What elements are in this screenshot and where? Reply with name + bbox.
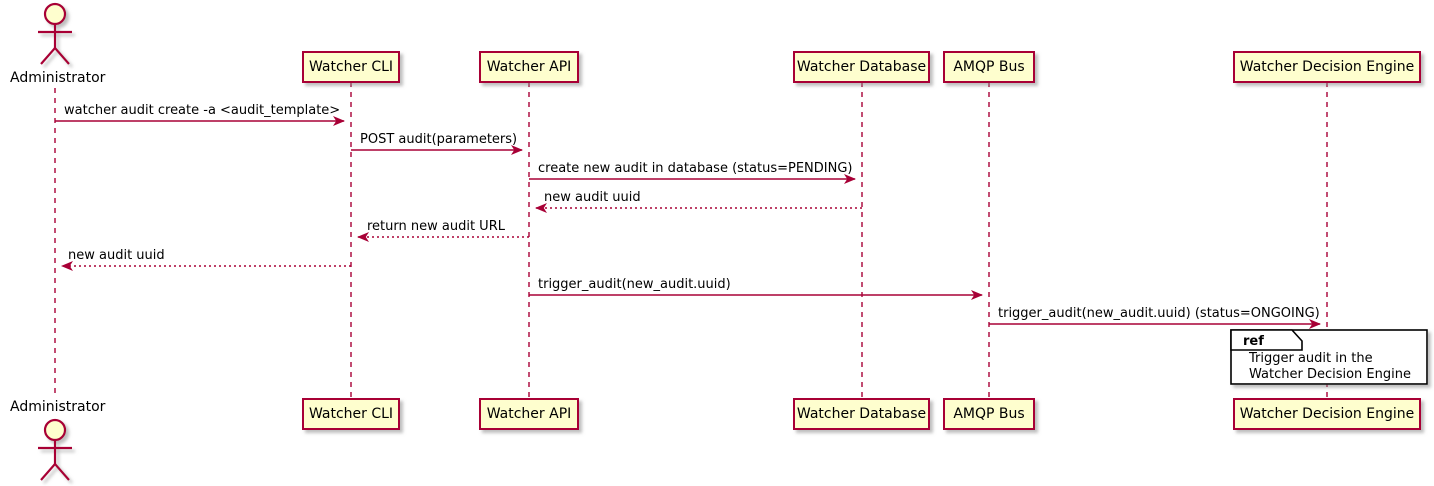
participant-label-watcher-cli-top[interactable]: Watcher CLI [308,59,394,75]
participant-box-amqp-bus-top [943,51,1035,83]
actor-label-administrator-top: Administrator [10,70,106,86]
actor-administrator-bottom [38,418,72,481]
participant-boxes-bottom [302,398,1421,430]
participant-box-watcher-decision-engine-bottom [1233,398,1421,430]
participant-label-amqp-bus-top[interactable]: AMQP Bus [953,59,1025,75]
participant-label-watcher-decision-engine-bottom[interactable]: Watcher Decision Engine [1239,406,1415,422]
message-label-6: new audit uuid [68,248,165,263]
lifelines [54,82,1328,398]
actor-label-administrator-bottom: Administrator [10,399,106,415]
participant-box-watcher-cli-bottom [302,398,400,430]
participant-label-watcher-api-bottom[interactable]: Watcher API [486,406,572,422]
participant-box-watcher-database-bottom [793,398,930,430]
ref-fragment-trigger-audit [1230,329,1428,385]
ref-fragment-tab [1230,329,1303,351]
participant-box-amqp-bus-bottom [943,398,1035,430]
participant-box-watcher-database-top [793,51,930,83]
participant-label-watcher-api-top[interactable]: Watcher API [486,59,572,75]
participant-box-watcher-cli-top [302,51,400,83]
ref-fragment-tag-label: ref [1243,334,1264,349]
participant-box-watcher-decision-engine-top [1233,51,1421,83]
actor-administrator-top [38,2,72,65]
message-label-2: POST audit(parameters) [360,132,518,147]
participant-label-watcher-database-bottom[interactable]: Watcher Database [796,406,927,422]
participant-label-watcher-decision-engine-top[interactable]: Watcher Decision Engine [1239,59,1415,75]
message-label-7: trigger_audit(new_audit.uuid) [538,277,731,292]
participant-boxes-top [302,51,1421,83]
message-label-5: return new audit URL [367,219,505,234]
message-label-4: new audit uuid [544,190,641,205]
participant-label-amqp-bus-bottom[interactable]: AMQP Bus [953,406,1025,422]
message-arrows [55,116,1321,329]
participant-label-watcher-database-top[interactable]: Watcher Database [796,59,927,75]
participant-box-watcher-api-bottom [479,398,579,430]
ref-fragment-line-2: Watcher Decision Engine [1249,367,1411,382]
participant-label-watcher-cli-bottom[interactable]: Watcher CLI [308,406,394,422]
ref-fragment-line-1: Trigger audit in the [1249,351,1373,366]
message-label-3: create new audit in database (status=PEN… [538,161,853,176]
message-label-8: trigger_audit(new_audit.uuid) (status=ON… [998,306,1320,321]
participant-box-watcher-api-top [479,51,579,83]
message-label-1: watcher audit create -a <audit_template> [64,103,341,118]
